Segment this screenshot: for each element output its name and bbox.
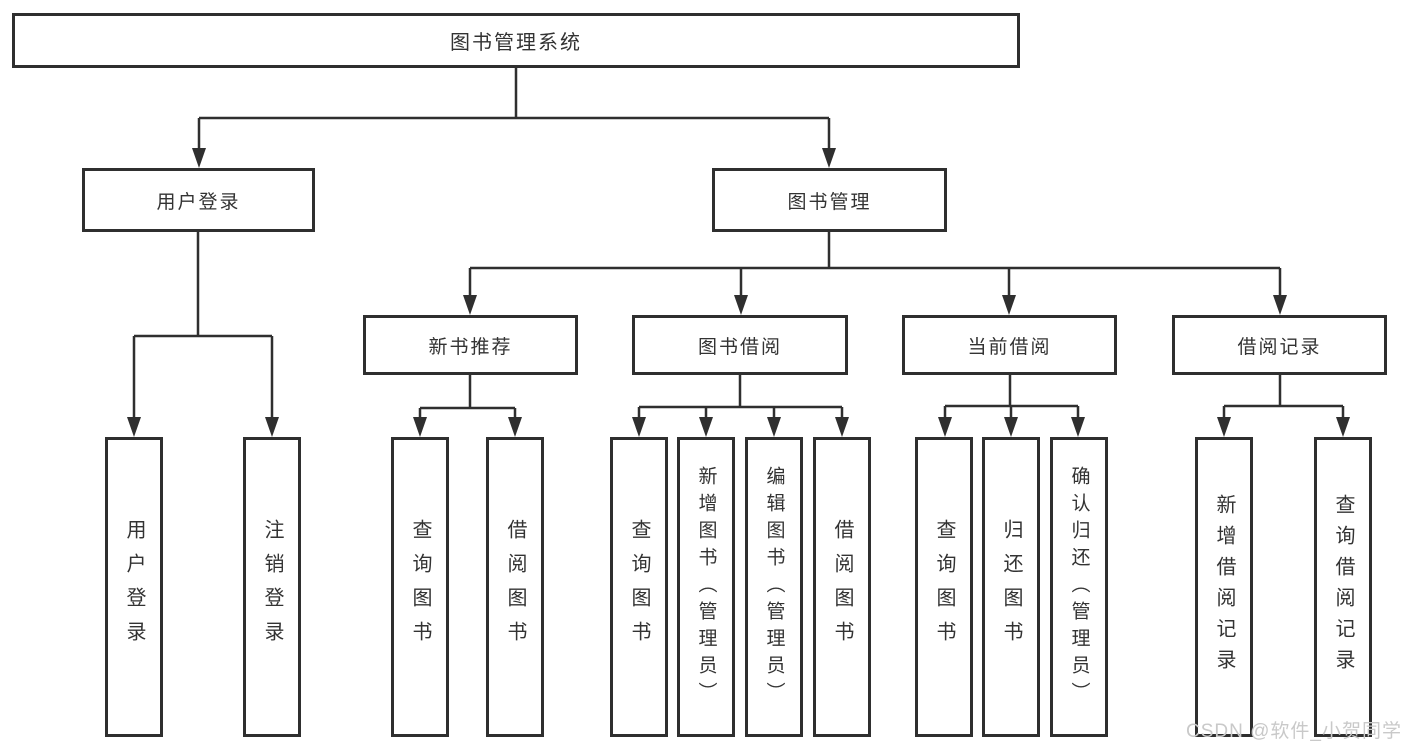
arrowheads <box>127 148 1350 437</box>
node-borrowing-records: 借阅记录 <box>1172 315 1387 375</box>
node-label: 新书推荐 <box>428 336 513 358</box>
leaf-query-books: 查询图书 <box>610 437 668 737</box>
leaf-label: 编辑图书（管理员） <box>763 465 785 709</box>
node-label: 借阅记录 <box>1237 336 1322 358</box>
leaf-add-borrow-record: 新增借阅记录 <box>1195 437 1253 737</box>
csdn-watermark: CSDN @软件_小贺同学 <box>1186 721 1402 742</box>
leaf-label: 用户登录 <box>123 519 145 655</box>
leaf-label: 借阅图书 <box>504 519 526 655</box>
node-book-borrowing: 图书借阅 <box>632 315 848 375</box>
leaf-label: 注销登录 <box>261 519 283 655</box>
leaf-query-borrow-record: 查询借阅记录 <box>1314 437 1372 737</box>
node-label: 用户登录 <box>156 191 241 213</box>
node-current-borrowing: 当前借阅 <box>902 315 1117 375</box>
node-new-book-recommend: 新书推荐 <box>363 315 578 375</box>
leaf-label: 新增图书（管理员） <box>695 465 717 709</box>
node-user-login: 用户登录 <box>82 168 315 232</box>
leaf-return-books: 归还图书 <box>982 437 1040 737</box>
leaf-edit-books-admin: 编辑图书（管理员） <box>745 437 803 737</box>
leaf-logout: 注销登录 <box>243 437 301 737</box>
leaf-label: 查询图书 <box>933 519 955 655</box>
leaf-label: 查询借阅记录 <box>1332 494 1354 680</box>
leaf-label: 新增借阅记录 <box>1213 494 1235 680</box>
node-label: 图书借阅 <box>697 336 782 358</box>
leaf-borrow-books: 借阅图书 <box>813 437 871 737</box>
node-label: 当前借阅 <box>967 336 1052 358</box>
leaf-add-books-admin: 新增图书（管理员） <box>677 437 735 737</box>
leaf-borrow-books: 借阅图书 <box>486 437 544 737</box>
node-label: 图书管理 <box>787 191 872 213</box>
leaf-user-login: 用户登录 <box>105 437 163 737</box>
leaf-label: 借阅图书 <box>831 519 853 655</box>
leaf-query-books: 查询图书 <box>915 437 973 737</box>
leaf-label: 确认归还（管理员） <box>1068 465 1090 709</box>
leaf-query-books: 查询图书 <box>391 437 449 737</box>
leaf-confirm-return-admin: 确认归还（管理员） <box>1050 437 1108 737</box>
leaf-label: 归还图书 <box>1000 519 1022 655</box>
node-book-management: 图书管理 <box>712 168 947 232</box>
leaf-label: 查询图书 <box>409 519 431 655</box>
node-root-system: 图书管理系统 <box>12 13 1020 68</box>
node-label: 图书管理系统 <box>450 32 582 54</box>
leaf-label: 查询图书 <box>628 519 650 655</box>
connector-paths <box>132 68 1345 421</box>
